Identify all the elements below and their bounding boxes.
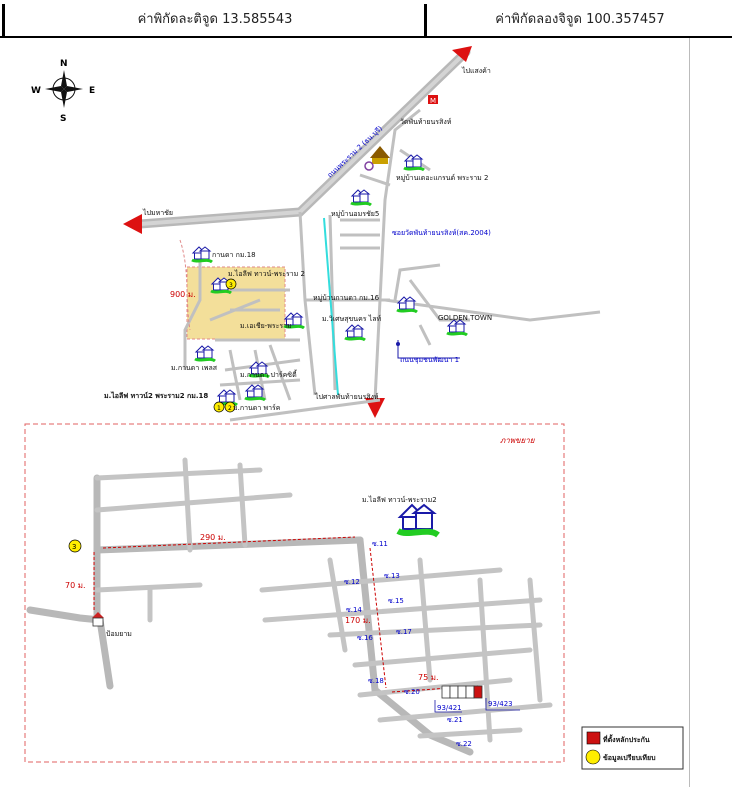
house-icon-kanda18 [190,245,214,264]
soi-label-14: ซ.14 [346,606,362,614]
landmark-circle-icon [364,161,374,171]
marker-1-icon [213,401,225,413]
label-to-phanthai: ไปศาลพันท้ายนรสิงห์ [314,392,379,401]
svg-text:M: M [430,97,436,105]
label-kanda-place: ม.กานดา เพลส [171,364,218,372]
right-border-line [689,38,690,787]
soi-label-15: ซ.15 [388,597,404,605]
latitude-text: ค่าพิกัดละติจูด 13.585543 [137,11,293,27]
legend-plot-swatch [586,731,601,745]
header-bar: ค่าพิกัดละติจูด 13.585543 ค่าพิกัดลองจิจ… [0,0,732,38]
house-icon-inset-ilife [398,505,438,535]
compass-w: W [31,86,41,96]
label-kanda-parkcity: ม.กานดา ปาร์คซิตี้ [240,368,298,379]
shop-logo-icon: M [428,95,438,105]
soi-label-18: ซ.18 [368,677,384,685]
label-kanda18: กานดา กม.18 [212,251,256,259]
marker-2-icon [224,401,236,413]
marker-1-label: 1 [217,405,221,412]
label-dist-70: 70 ม. [65,581,86,590]
label-plot-b: 93/423 [488,700,513,708]
legend-info-swatch [585,749,601,765]
label-dist-75: 75 ม. [418,673,439,682]
upper-road-network [183,108,601,422]
house-icon-place [193,344,217,363]
label-village-grand: หมู่บ้านเดอะแกรนด์ พระราม 2 [396,174,488,182]
label-to-mahachai: ไปมหาชัย [142,208,173,217]
inset-side-roads [94,457,553,743]
compass-e: E [89,86,95,96]
label-ilife-top: ม.ไอลีฟ ทาวน์-พระราม 2 [228,269,305,278]
label-mor-viset: ม.วิเศษสุขนคร ไลท์ [322,314,382,323]
marker-3-upper-label: 3 [229,282,233,289]
marker-2-label: 2 [228,405,232,412]
label-dist-290: 290 ม. [200,533,226,542]
collateral-plot [473,685,483,699]
soi-label-20: ซ.20 [404,688,420,696]
compass-icon: N S W E [31,59,95,124]
road-chom-dot [396,342,400,346]
soi-label-17: ซ.17 [396,628,412,636]
label-road-chom: ถนนชุมชนพัฒนา 1 [400,356,459,364]
label-guard: ป้อมยาม [106,630,132,638]
header-separator-mid [424,4,427,36]
canal-line [323,217,339,396]
label-inset-ilife: ม.ไอลีฟ ทาวน์-พระราม2 [362,495,437,504]
house-icon-viset [343,323,367,342]
dashed-path-900 [179,239,191,331]
inset-frame [24,423,565,763]
highlight-area [186,266,286,340]
house-icon-golden [445,318,469,337]
arrow-northeast-icon [452,46,472,62]
marker-3-inset-icon [68,539,82,553]
soi-label-12: ซ.12 [344,578,360,586]
plot-row [434,685,520,713]
soi-label-16: ซ.16 [357,634,373,642]
guard-house-icon [92,612,104,627]
arrow-west-icon [123,214,142,234]
compass-s: S [60,114,66,124]
label-temple: วัดพันท้ายนรสิงห์ [400,118,452,126]
label-lumsai: ม.เอเชีย-พระราม [240,322,292,330]
label-soi-temple: ซอยวัดพันท้ายนรสิงห์(สค.2004) [392,229,491,237]
label-village-kanda16: หมู่บ้านกานดา กม.16 [313,294,380,302]
label-dist-170: 170 ม. [345,616,371,625]
soi-label-22: ซ.22 [456,740,472,748]
soi-label-11: ซ.11 [372,540,388,548]
legend-plot-label: ที่ตั้งหลักประกัน [603,733,650,744]
house-icon-kanda16 [395,295,419,314]
marker-3-inset-label: 3 [72,543,76,551]
label-to-market: ไปแสงค้า [461,66,491,75]
highway-rama2 [135,47,471,229]
soi-label-21: ซ.21 [447,716,463,724]
house-icon-grand [402,153,426,172]
arrow-south-icon [365,398,385,418]
marker-3-upper-icon [225,278,237,290]
label-golden-town: GOLDEN TOWN [438,314,492,322]
label-ilife-bottom: ม.ไอลีฟ ทาวน์2 พระราม2 กม.18 [104,391,208,400]
inset-title: ภาพขยาย [500,436,536,445]
soi-label-13: ซ.13 [384,572,400,580]
temple-icon [370,146,390,164]
house-icon-amorn [349,188,373,207]
longitude-text: ค่าพิกัดลองจิจูด 100.357457 [495,11,665,27]
label-village-amorn: หมู่บ้านอมรชัย5 [331,210,379,218]
label-kanda-park: ม.กานดา พาร์ค [233,404,281,412]
legend-info-label: ข้อมูลเปรียบเทียบ [603,753,656,763]
label-900m: 900 ม. [170,290,196,299]
header-separator-left [2,4,5,36]
compass-n: N [60,59,68,69]
label-plot-a: 93/421 [437,704,462,712]
